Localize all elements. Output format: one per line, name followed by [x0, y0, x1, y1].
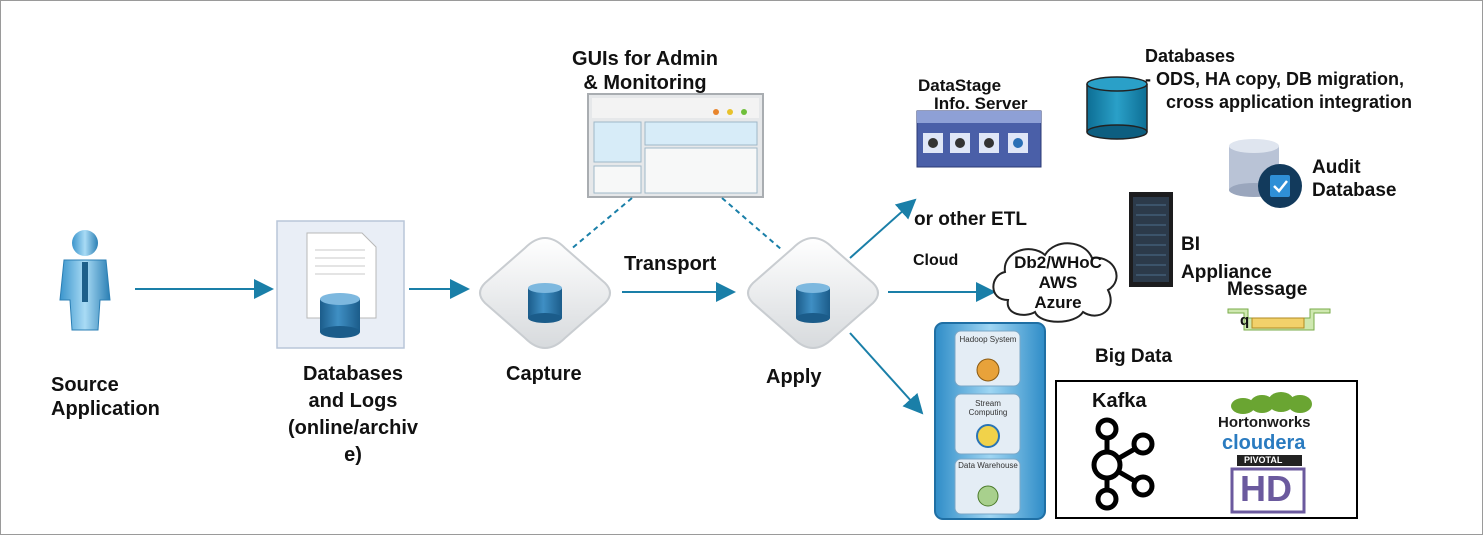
- hortonworks-logo: Hortonworks: [1218, 414, 1311, 431]
- gui-line2: & Monitoring: [583, 72, 707, 94]
- bi-line1: BI: [1181, 234, 1200, 255]
- message-queue-icon: [1227, 308, 1331, 331]
- big-data-title: Big Data: [1095, 346, 1173, 367]
- cloud-label: Cloud: [913, 252, 959, 269]
- pivotal-logo: PIVOTAL: [1244, 455, 1283, 465]
- capture-label: Capture: [506, 363, 582, 385]
- target-databases-line1: - ODS, HA copy, DB migration,: [1145, 69, 1405, 89]
- bi-line2: Appliance: [1181, 262, 1272, 283]
- cloud-line3: Azure: [1034, 293, 1082, 312]
- datastage-label: DataStage: [918, 76, 1002, 95]
- source-line2: Application: [51, 398, 160, 420]
- apply-diamond-icon: [747, 236, 879, 350]
- apply-label: Apply: [766, 366, 822, 388]
- audit-database-label: Audit Database: [1312, 156, 1397, 202]
- audit-database-icon: [1229, 139, 1302, 208]
- target-database-icon: [1086, 76, 1148, 140]
- gui-label: GUIs for Admin & Monitoring: [555, 47, 735, 95]
- gui-window-icon: [587, 93, 764, 198]
- target-databases-line2: cross application integration: [1166, 92, 1413, 112]
- other-etl-label: or other ETL: [914, 209, 1027, 230]
- hortonworks-elephants-icon: [1231, 392, 1312, 414]
- stream-computing-label: Stream Computing: [968, 399, 1008, 417]
- datastage-server-icon: [916, 110, 1042, 168]
- audit-line2: Database: [1312, 180, 1397, 201]
- cloud-line1: Db2/WHoC: [1014, 253, 1102, 272]
- message-label: Message: [1227, 279, 1308, 300]
- audit-line1: Audit: [1312, 157, 1361, 178]
- data-warehouse-label: Data Warehouse: [958, 461, 1018, 470]
- bi-appliance-label: BI Appliance: [1181, 231, 1272, 287]
- message-q-label: q: [1240, 312, 1250, 329]
- info-server-label: Info. Server: [934, 94, 1028, 113]
- apply-to-etl-arrow: [849, 198, 917, 259]
- databases-logs-line2: and Logs: [308, 390, 398, 412]
- pivotal-hd-logo-icon: [1230, 455, 1306, 514]
- capture-diamond-icon: [479, 236, 611, 350]
- apply-to-bigdata-arrow: [849, 332, 924, 415]
- hadoop-system-label: Hadoop System: [959, 335, 1017, 344]
- document-database-icon: [276, 220, 405, 349]
- cloud-targets-label: Db2/WHoC AWS Azure: [1003, 253, 1113, 313]
- transport-label: Transport: [624, 253, 717, 275]
- hd-logo: HD: [1240, 468, 1292, 509]
- cloud-line2: AWS: [1038, 273, 1078, 292]
- databases-logs-line3: (online/archiv: [287, 417, 419, 439]
- gui-apply-link: [721, 197, 783, 251]
- kafka-label: Kafka: [1092, 390, 1147, 412]
- bi-appliance-icon: [1129, 192, 1173, 287]
- source-line1: Source: [51, 374, 119, 396]
- databases-logs-label: Databases and Logs (online/archiv e): [268, 361, 438, 469]
- gui-capture-link: [569, 197, 633, 251]
- cloudera-logo: cloudera: [1222, 432, 1306, 454]
- databases-logs-line1: Databases: [302, 363, 404, 385]
- kafka-logo-icon: [1091, 417, 1155, 511]
- gui-line1: GUIs for Admin: [572, 48, 718, 70]
- target-databases-title: Databases: [1145, 46, 1236, 66]
- person-icon: [59, 230, 111, 331]
- databases-logs-line4: e): [344, 444, 362, 466]
- cloud-icon: [992, 242, 1118, 323]
- source-application-label: Source Application: [51, 373, 160, 421]
- big-data-stack-icon: [934, 322, 1046, 520]
